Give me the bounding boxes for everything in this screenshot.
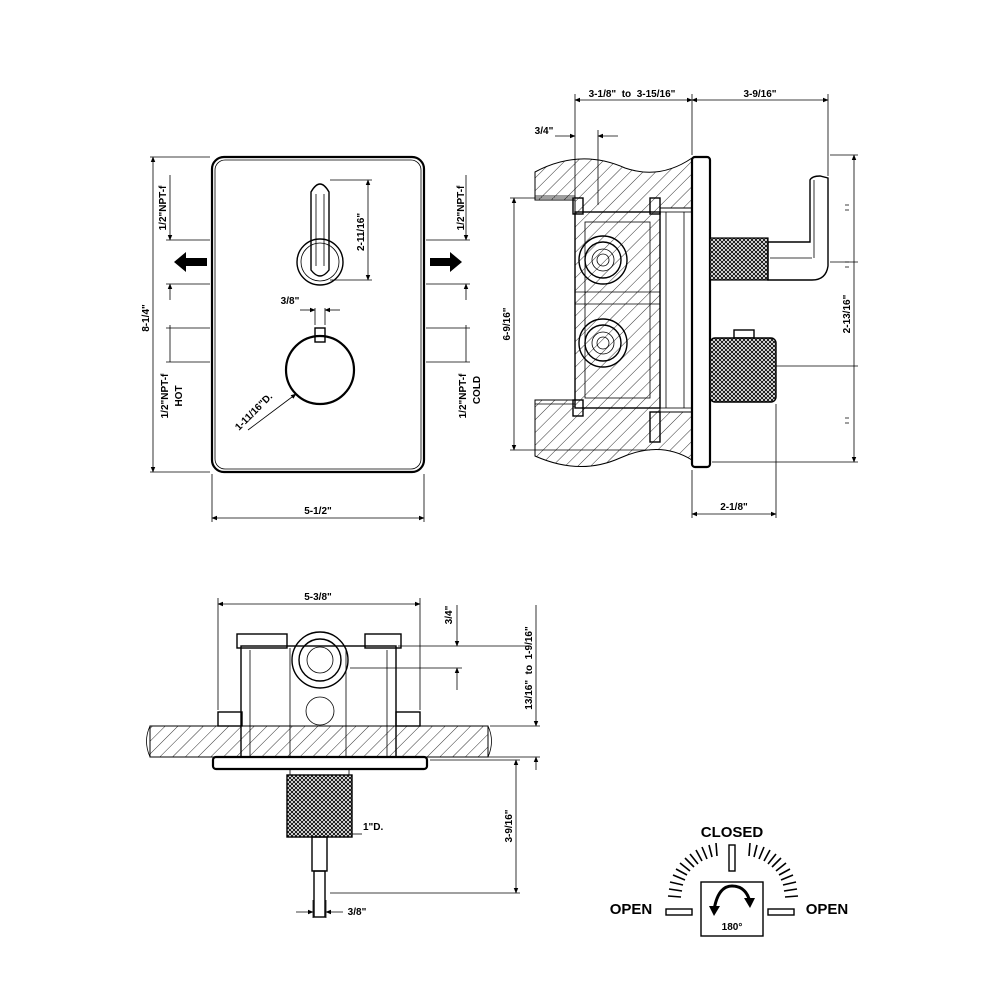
front-view: 8-1/4" 5-1/2" 2-11/16" 3/8" 1-11/16"D. 1… — [141, 155, 483, 522]
rotation-arc-left — [667, 842, 718, 898]
outlet-arrow-right — [430, 252, 462, 272]
cover-plate-inner — [214, 159, 422, 470]
inlet-cold-size-label: 1/2"NPT-f — [458, 373, 469, 418]
top-cover-plate — [211, 755, 429, 771]
top-view: 5-3/8" 3/4" 13/16" to 1-9/16" 3-9/16" 1"… — [146, 592, 540, 918]
overall-width-label: 5-1/2" — [304, 506, 332, 517]
wall-depth-range-label: 3-1/8" to 3-15/16" — [589, 89, 676, 100]
open-right-indicator — [767, 908, 795, 916]
rotation-box — [700, 881, 764, 937]
outlet-arrow-left — [174, 252, 207, 272]
open-left-label: OPEN — [610, 901, 653, 918]
valve-body — [572, 197, 693, 443]
diverter-lever — [296, 183, 344, 286]
handle-projection-label: 3-9/16" — [743, 89, 776, 100]
side-port-upper — [578, 235, 628, 285]
rotation-angle-label: 180° — [722, 922, 743, 933]
overall-height-label: 8-1/4" — [141, 304, 152, 332]
thermostatic-knob — [284, 327, 356, 406]
inlet-hot-label: HOT — [174, 385, 185, 406]
closed-indicator — [728, 844, 736, 872]
knob-projection-label: 2-1/8" — [720, 502, 748, 513]
stem-width-label: 3/8" — [281, 296, 300, 307]
top-knob-projection-label: 3-9/16" — [504, 809, 515, 842]
side-dimension-lines — [510, 94, 858, 518]
inlet-hot-size-label: 1/2"NPT-f — [160, 373, 171, 418]
rotation-arrow-icon — [709, 884, 755, 916]
rotation-arc-right — [748, 842, 799, 898]
body-height-label: 6-9/16" — [502, 307, 513, 340]
top-dimension-lines — [217, 598, 540, 918]
rotation-diagram: CLOSED OPEN OPEN 180° — [610, 824, 849, 937]
handle-height-label: 2-13/16" — [842, 294, 853, 333]
top-stem-width-label: 3/8" — [348, 907, 367, 918]
outlet-left-label: 1/2"NPT-f — [158, 185, 169, 230]
top-knob-diameter-label: 1"D. — [363, 822, 384, 833]
lever-travel-label: 2-11/16" — [356, 213, 367, 251]
knob-diameter-label: 1-11/16"D. — [233, 391, 275, 433]
wall-section — [534, 157, 693, 467]
knob-side — [709, 329, 777, 403]
top-knob — [286, 768, 353, 918]
top-offset-depth-label: 3/4" — [444, 605, 455, 624]
lever-side — [709, 175, 829, 281]
front-dimension-lines — [150, 156, 470, 522]
open-left-indicator — [665, 908, 693, 916]
inlet-cold-label: COLD — [472, 376, 483, 404]
top-depth-range-label: 13/16" to 1-9/16" — [524, 626, 535, 710]
side-view: 3-1/8" to 3-15/16" 3-9/16" 3/4" 6-9/16" … — [502, 89, 858, 518]
side-port-lower — [578, 318, 628, 368]
closed-label: CLOSED — [701, 824, 764, 841]
cover-plate-side — [690, 155, 712, 469]
open-right-label: OPEN — [806, 901, 849, 918]
outlet-right-label: 1/2"NPT-f — [456, 185, 467, 230]
top-body-width-label: 5-3/8" — [304, 592, 332, 603]
top-wall-section — [149, 725, 489, 758]
cover-plate — [210, 155, 426, 474]
side-offset-depth-label: 3/4" — [535, 126, 554, 137]
